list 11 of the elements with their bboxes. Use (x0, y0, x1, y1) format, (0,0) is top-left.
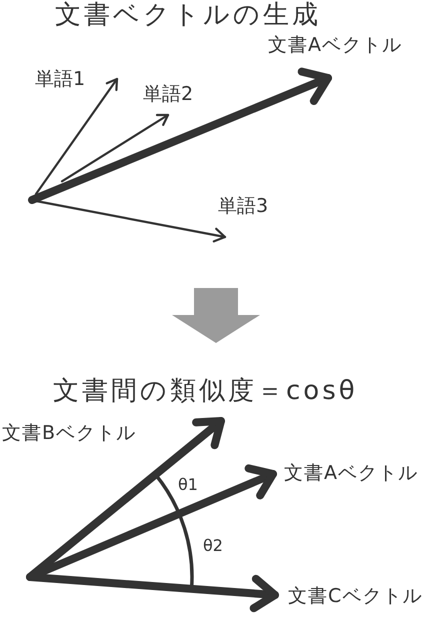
vector-label: 文書Bベクトル (2, 423, 136, 445)
vector-label: 単語3 (218, 196, 268, 218)
angle-label: θ1 (178, 476, 198, 494)
vector-label: 文書Aベクトル (284, 463, 418, 485)
vector-label: 文書Cベクトル (288, 586, 422, 608)
vector-label: 単語2 (143, 84, 194, 106)
vector-label: 単語1 (35, 69, 86, 91)
vector-label: 文書Aベクトル (268, 35, 402, 57)
angle-label: θ2 (203, 537, 223, 556)
heading: 文書間の類似度＝cosθ (53, 377, 358, 407)
title: 文書ベクトルの生成 (55, 1, 321, 31)
